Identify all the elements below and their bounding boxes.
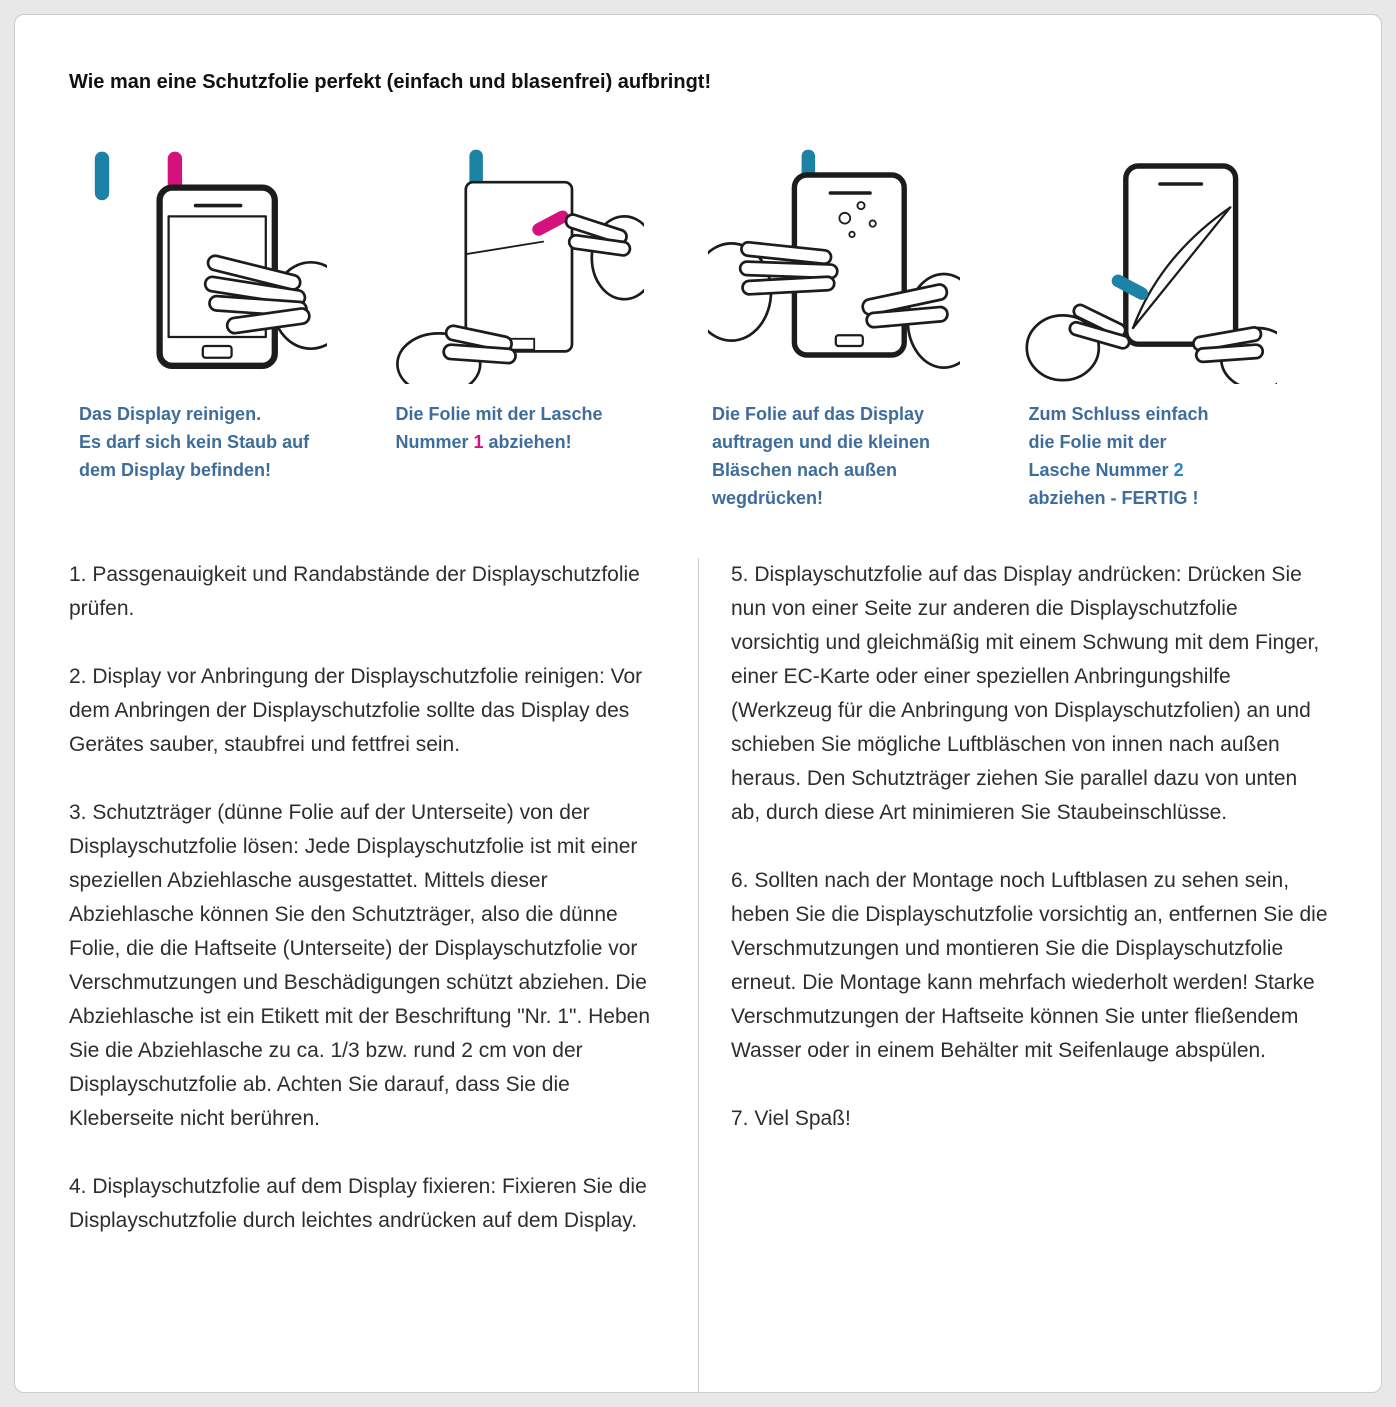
pulling-hand-icon bbox=[1024, 303, 1130, 382]
page-title: Wie man eine Schutzfolie perfekt (einfac… bbox=[69, 71, 712, 93]
peel-tab1-illustration bbox=[395, 149, 644, 384]
pulling-hand-icon bbox=[564, 213, 644, 301]
step4-caption: Zum Schluss einfach die Folie mit der La… bbox=[1028, 404, 1209, 508]
magenta-tab-icon bbox=[531, 210, 569, 236]
right-pressing-hand-icon bbox=[861, 272, 960, 369]
phone-cleaning-illustration bbox=[94, 151, 327, 369]
step1-figure: Das Display reinigen. Es darf sich kein … bbox=[65, 146, 382, 512]
lasche-nummer-2: 2 bbox=[1173, 460, 1184, 480]
teal-tab-icon bbox=[1111, 274, 1148, 300]
final-peel-illustration bbox=[1024, 163, 1277, 384]
instructions-left-column: 1. Passgenauigkeit und Randabstände der … bbox=[57, 558, 698, 1392]
press-bubbles-illustration bbox=[708, 149, 960, 369]
holding-hand-icon bbox=[395, 324, 517, 384]
step1-caption: Das Display reinigen. Es darf sich kein … bbox=[79, 404, 310, 480]
instructions-section: 1. Passgenauigkeit und Randabstände der … bbox=[57, 558, 1339, 1392]
instruction-paragraph-3: 3. Schutzträger (dünne Folie auf der Unt… bbox=[69, 801, 651, 1130]
step2-figure: Die Folie mit der Lasche Nummer 1 abzieh… bbox=[382, 146, 699, 512]
instruction-paragraph-6: 6. Sollten nach der Montage noch Luftbla… bbox=[731, 869, 1328, 1062]
lasche-nummer-1: 1 bbox=[473, 432, 484, 452]
step3-figure: Die Folie auf das Display auftragen und … bbox=[698, 146, 1015, 512]
instruction-paragraph-7: 7. Viel Spaß! bbox=[731, 1107, 851, 1130]
step4-figure: Zum Schluss einfach die Folie mit der La… bbox=[1015, 146, 1332, 512]
step3-caption: Die Folie auf das Display auftragen und … bbox=[712, 404, 931, 508]
left-pressing-hand-icon bbox=[708, 240, 839, 342]
instruction-paragraph-5: 5. Displayschutzfolie auf das Display an… bbox=[731, 563, 1320, 824]
instruction-paragraph-4: 4. Displayschutzfolie auf dem Display fi… bbox=[69, 1175, 647, 1232]
film-icon bbox=[463, 180, 573, 353]
air-bubbles-icon bbox=[838, 201, 877, 238]
instruction-card: Wie man eine Schutzfolie perfekt (einfac… bbox=[14, 14, 1382, 1393]
instructions-right-column: 5. Displayschutzfolie auf das Display an… bbox=[698, 558, 1339, 1392]
step2-caption: Die Folie mit der Lasche Nummer 1 abzieh… bbox=[395, 404, 603, 452]
phone-icon bbox=[1122, 163, 1238, 347]
holding-hand-icon bbox=[1191, 326, 1277, 384]
wiping-hand-icon bbox=[203, 254, 327, 351]
teal-tab-icon bbox=[94, 151, 110, 201]
instruction-paragraph-2: 2. Display vor Anbringung der Displaysch… bbox=[69, 665, 643, 756]
peeled-film-icon bbox=[1131, 206, 1231, 330]
figures-row: Das Display reinigen. Es darf sich kein … bbox=[57, 146, 1339, 512]
instruction-paragraph-1: 1. Passgenauigkeit und Randabstände der … bbox=[69, 563, 640, 620]
